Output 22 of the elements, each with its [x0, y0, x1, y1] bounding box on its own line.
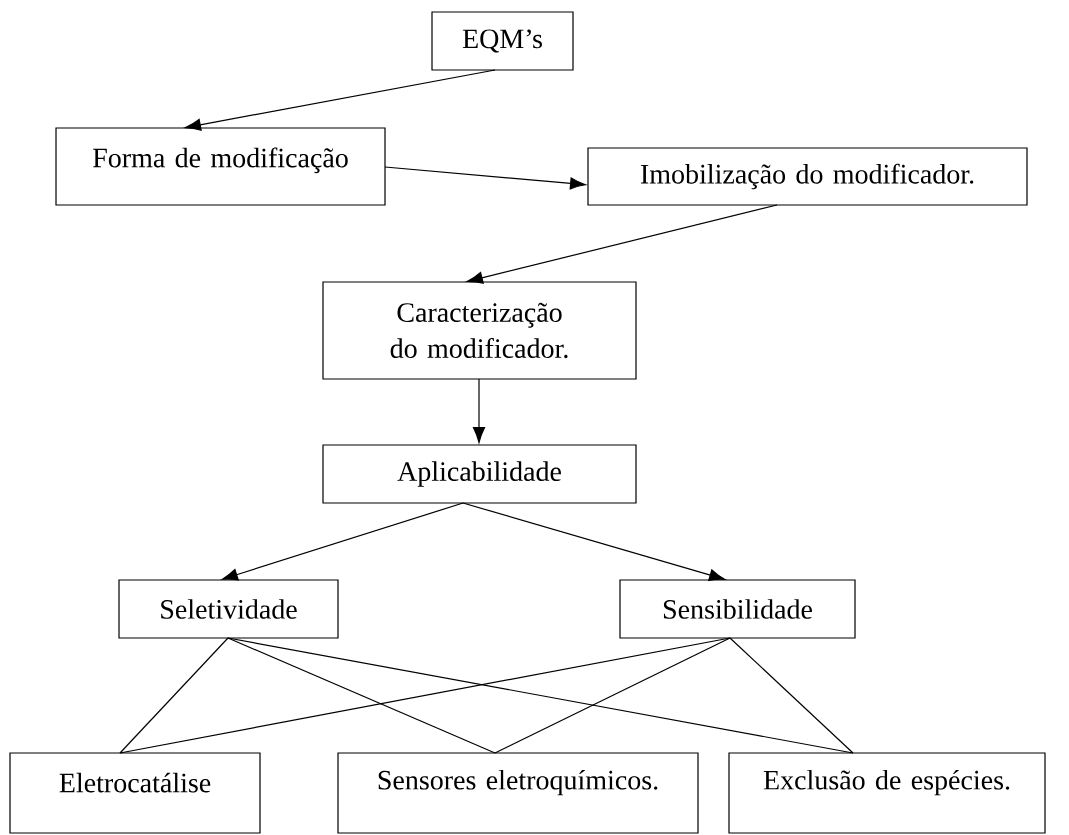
process-box: EQM’s [431, 11, 574, 71]
arrow [221, 502, 464, 581]
connector-line [729, 637, 854, 754]
process-box: Sensores eletroquímicos. [337, 752, 699, 834]
connector-line [119, 637, 731, 754]
arrow [472, 378, 486, 444]
process-box: Eletrocatálise [9, 752, 261, 834]
process-box: Caracterização do modificador. [322, 281, 637, 380]
process-box: Aplicabilidade [322, 444, 637, 504]
connector-line [227, 637, 854, 754]
arrow [462, 502, 726, 581]
arrow [384, 166, 587, 190]
connector-line [494, 637, 731, 754]
process-box: Exclusão de espécies. [728, 752, 1046, 834]
process-box: Sensibilidade [619, 579, 856, 639]
connector-line [227, 637, 496, 754]
process-box: Imobilização do modificador. [587, 147, 1028, 206]
process-box: Seletividade [118, 579, 339, 639]
arrow [466, 204, 778, 284]
connector-line [119, 637, 229, 754]
process-box: Forma de modificação [55, 127, 386, 206]
arrow [184, 69, 496, 131]
